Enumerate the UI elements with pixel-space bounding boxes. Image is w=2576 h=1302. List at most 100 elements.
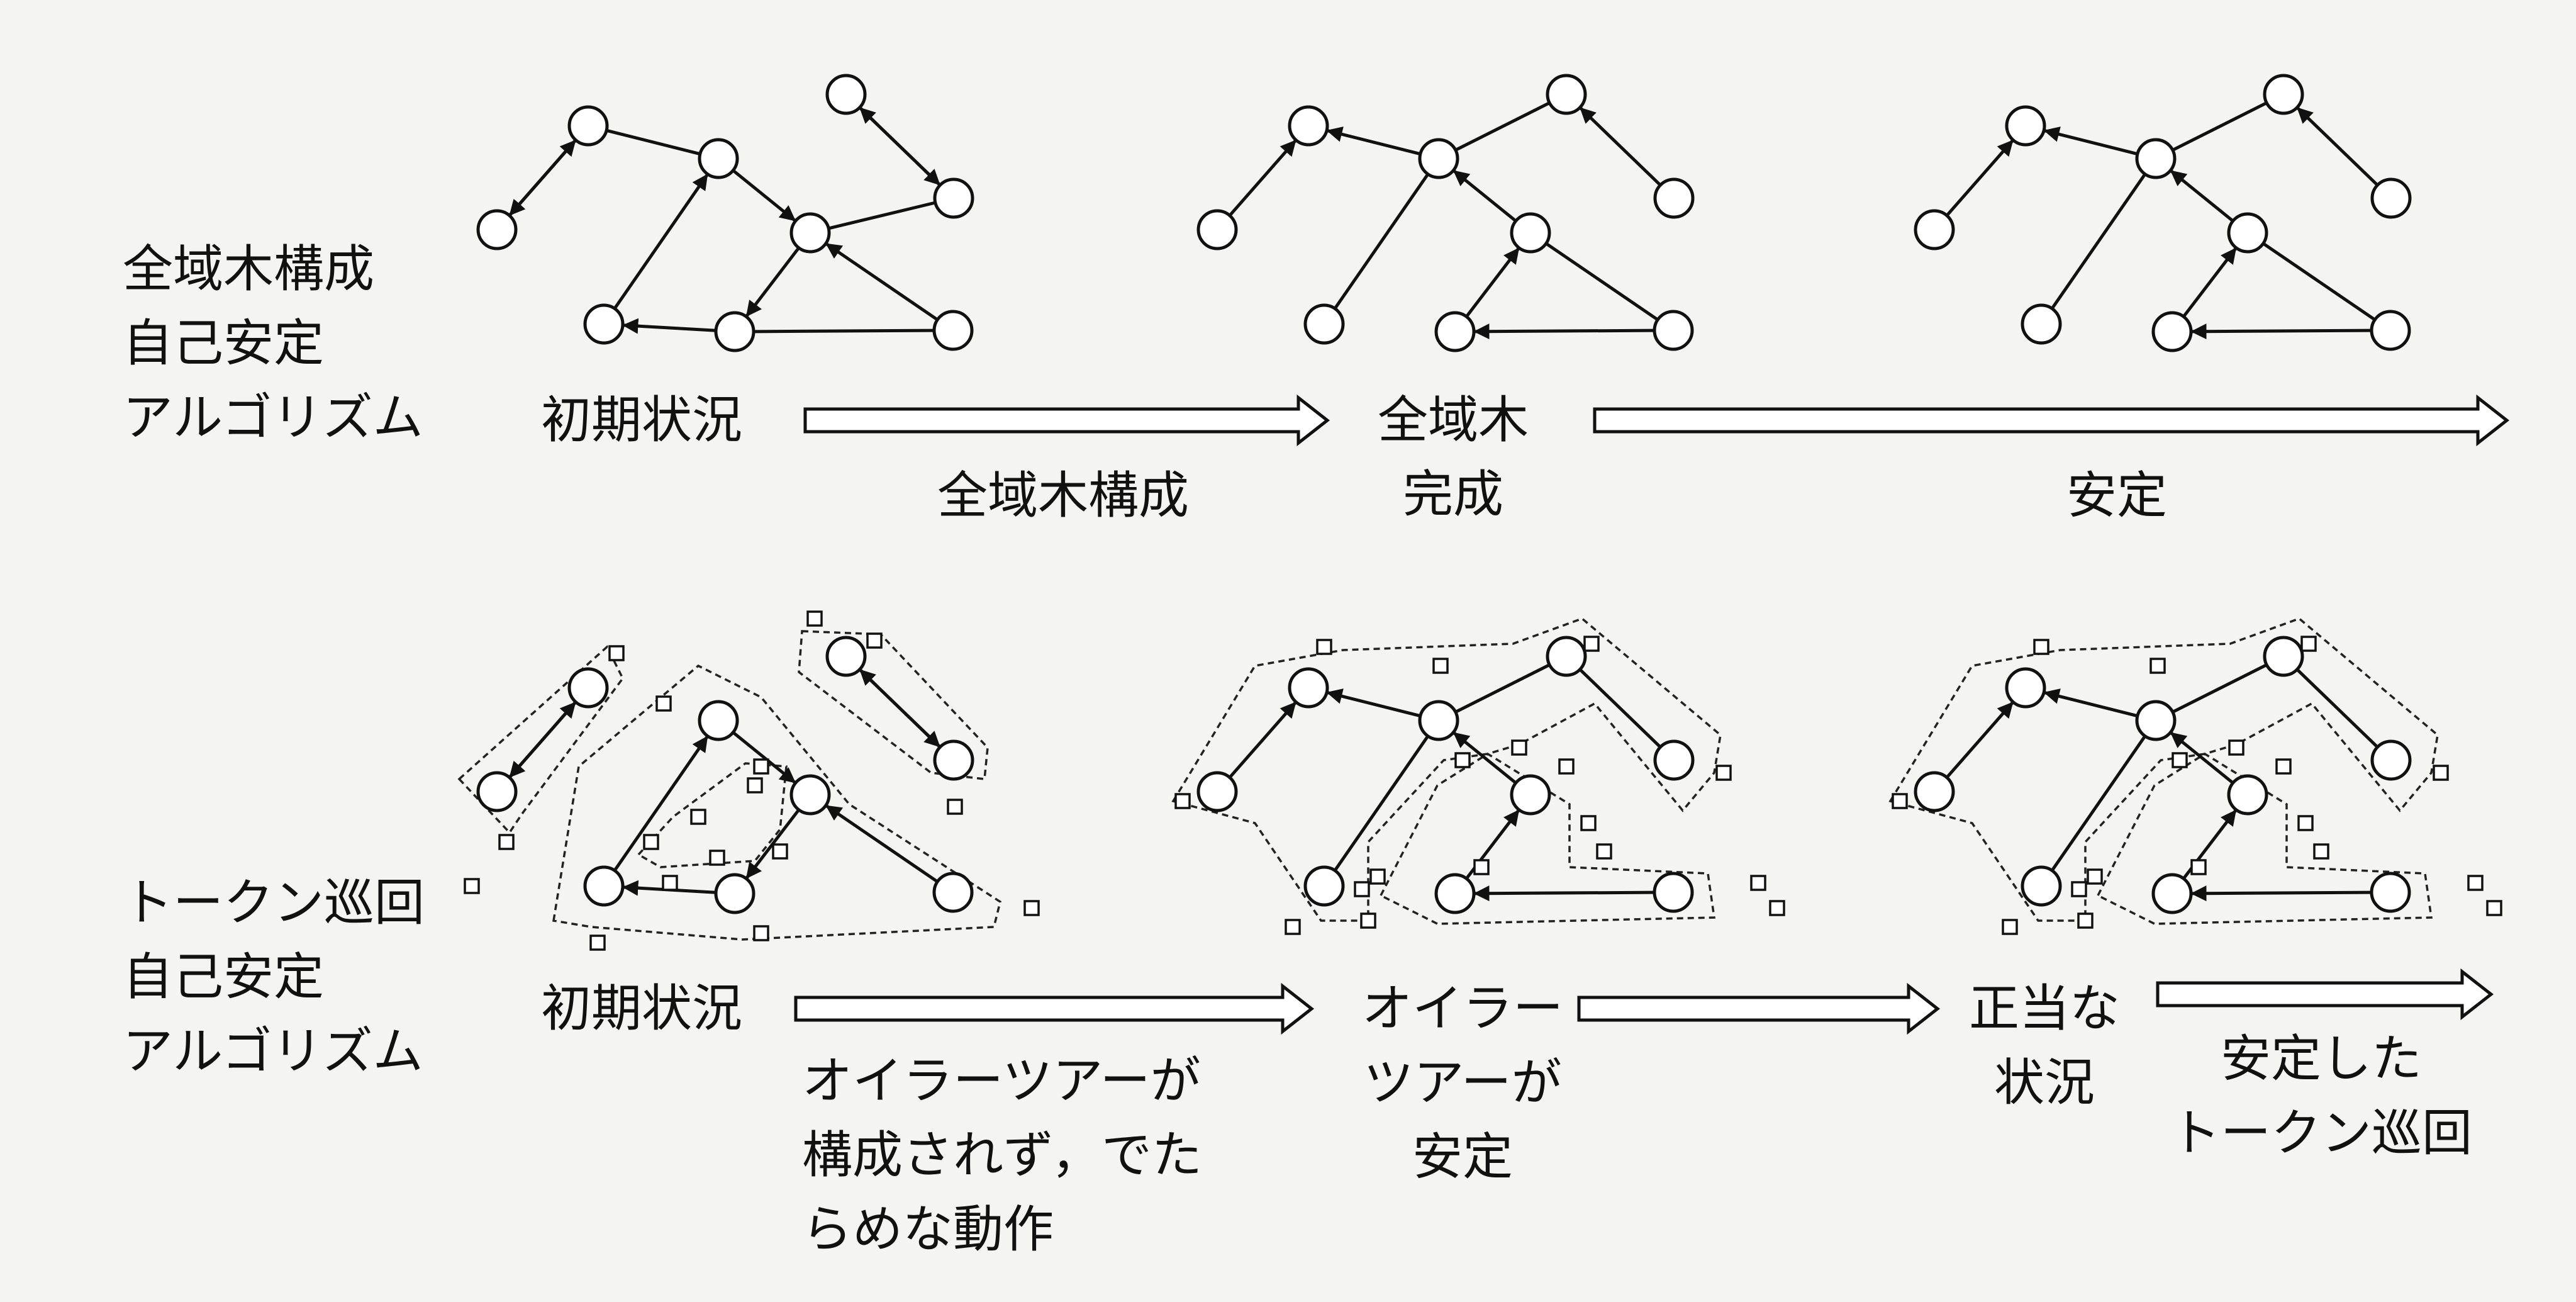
graph-edge bbox=[1945, 702, 2014, 779]
transition-arrow bbox=[803, 394, 1330, 447]
transition-arrow bbox=[1577, 982, 1941, 1035]
graph-edge bbox=[1452, 732, 1517, 785]
token-marker bbox=[1583, 636, 1600, 652]
token-marker bbox=[1454, 752, 1471, 768]
graph-edge bbox=[2043, 688, 2138, 718]
graph-node bbox=[476, 771, 518, 812]
graph-edge bbox=[1334, 736, 1429, 872]
graph-node bbox=[1196, 771, 1238, 812]
graph-node bbox=[789, 212, 831, 254]
token-marker bbox=[1285, 919, 1301, 935]
token-marker bbox=[1511, 739, 1527, 756]
graph-node bbox=[2227, 774, 2268, 816]
graph-edge bbox=[1580, 107, 1662, 186]
stage-label: 安定 bbox=[1412, 1128, 1513, 1186]
transition-label: 構成されず，でた bbox=[802, 1126, 1202, 1184]
graph-node bbox=[698, 700, 739, 741]
graph-edge bbox=[2172, 664, 2267, 714]
graph-edge bbox=[1473, 323, 1655, 340]
stage-label: 初期状況 bbox=[541, 979, 742, 1038]
transition-arrow-layer bbox=[794, 394, 2510, 1035]
euler-tour-outline bbox=[1888, 617, 2439, 922]
graph-node bbox=[583, 865, 625, 907]
graph-node bbox=[933, 739, 974, 781]
graph-edge bbox=[1454, 664, 1549, 714]
graph-edge bbox=[1945, 140, 2014, 217]
graph-edge bbox=[2051, 174, 2146, 310]
graph-edge bbox=[1465, 247, 1520, 318]
graph-edge bbox=[1228, 140, 1296, 217]
graph-node bbox=[476, 209, 518, 250]
token-marker bbox=[1174, 793, 1191, 809]
euler-tour-outline bbox=[552, 664, 1002, 941]
graph-node bbox=[1418, 700, 1459, 741]
graph-node bbox=[2151, 873, 2193, 914]
token-marker bbox=[947, 799, 963, 815]
token-marker bbox=[2033, 639, 2049, 655]
graph-node bbox=[2021, 865, 2062, 907]
graph-node bbox=[2135, 138, 2177, 179]
graph-edge bbox=[1454, 102, 1549, 152]
transition-label: 全域木構成 bbox=[937, 466, 1189, 525]
token-marker bbox=[2300, 636, 2317, 652]
graph-node bbox=[2135, 700, 2177, 741]
transition-label: オイラーツアーが bbox=[802, 1052, 1201, 1110]
stage-label: ツアーが bbox=[1363, 1053, 1561, 1112]
graph-node bbox=[714, 311, 756, 352]
token-marker bbox=[1369, 868, 1386, 885]
graph-node bbox=[1546, 636, 1587, 677]
graph-edge bbox=[613, 174, 708, 310]
graph-node bbox=[698, 138, 739, 179]
transition-label: トークン巡回 bbox=[2170, 1104, 2472, 1162]
graph-edge bbox=[1546, 242, 1659, 322]
graph-edge bbox=[613, 736, 708, 872]
graph-edge bbox=[825, 242, 939, 322]
stage-label: 完成 bbox=[1403, 465, 1503, 524]
token-marker bbox=[464, 878, 480, 894]
graph-node bbox=[825, 74, 867, 115]
token-marker bbox=[2077, 912, 2094, 929]
token-marker bbox=[589, 934, 606, 951]
graph-node bbox=[2370, 872, 2411, 913]
graph-edge bbox=[2051, 736, 2146, 872]
edge-layer bbox=[508, 102, 2379, 902]
graph-edge bbox=[732, 169, 796, 222]
token-marker bbox=[753, 925, 769, 941]
token-marker bbox=[709, 850, 725, 866]
graph-node bbox=[932, 872, 974, 913]
row-title: アルゴリズム bbox=[123, 1022, 423, 1080]
graph-edge bbox=[2297, 669, 2379, 748]
graph-node bbox=[2005, 667, 2046, 709]
token-marker bbox=[1023, 900, 1040, 916]
graph-edge bbox=[828, 201, 935, 230]
graph-edge bbox=[606, 128, 700, 155]
graph-edge bbox=[732, 731, 796, 783]
graph-node bbox=[1653, 739, 1695, 781]
token-marker bbox=[498, 834, 515, 850]
token-marker bbox=[662, 875, 678, 891]
transition-arrow bbox=[794, 982, 1315, 1035]
graph-edge bbox=[859, 669, 942, 748]
euler-tour-outline bbox=[2096, 752, 2433, 925]
transition-label: らめな動作 bbox=[802, 1200, 1054, 1259]
graph-edge bbox=[508, 140, 576, 217]
graph-edge bbox=[2263, 242, 2376, 322]
token-marker bbox=[2071, 881, 2087, 897]
graph-edge bbox=[1326, 688, 1421, 718]
token-marker bbox=[1558, 758, 1575, 775]
graph-node bbox=[1653, 310, 1694, 351]
graph-node bbox=[2021, 303, 2062, 345]
label-layer: 全域木構成自己安定アルゴリズム初期状況全域木完成全域木構成安定トークン巡回自己安… bbox=[123, 240, 2472, 1259]
graph-edge bbox=[1326, 126, 1421, 156]
token-marker bbox=[2433, 765, 2449, 781]
token-marker bbox=[1316, 639, 1332, 655]
token-marker bbox=[1473, 859, 1490, 875]
euler-tour-outline bbox=[637, 762, 788, 868]
graph-edge bbox=[2182, 247, 2237, 318]
token-marker bbox=[753, 758, 769, 775]
token-marker bbox=[2467, 875, 2484, 891]
graph-node bbox=[567, 105, 609, 147]
token-marker bbox=[2275, 758, 2292, 775]
stage-label: 状況 bbox=[1994, 1053, 2095, 1112]
